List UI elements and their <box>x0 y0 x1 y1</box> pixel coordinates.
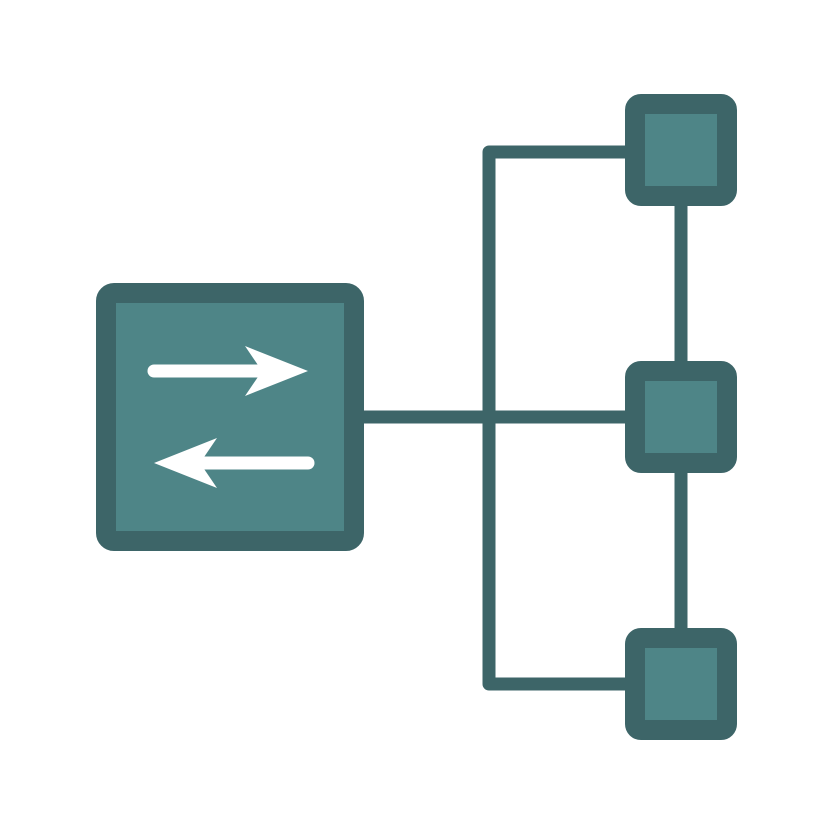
node-square-icon <box>625 94 737 206</box>
node-square-icon <box>625 361 737 473</box>
switch-box <box>96 283 364 551</box>
node-top <box>625 94 737 206</box>
node-square-icon <box>625 628 737 740</box>
arrow-left-icon <box>154 438 315 488</box>
branch-trunk-connector <box>482 145 636 691</box>
connector-lines <box>355 145 688 691</box>
arrow-right-icon <box>147 346 308 396</box>
node-middle <box>625 361 737 473</box>
node-bottom <box>625 628 737 740</box>
switch-icon <box>96 283 364 551</box>
